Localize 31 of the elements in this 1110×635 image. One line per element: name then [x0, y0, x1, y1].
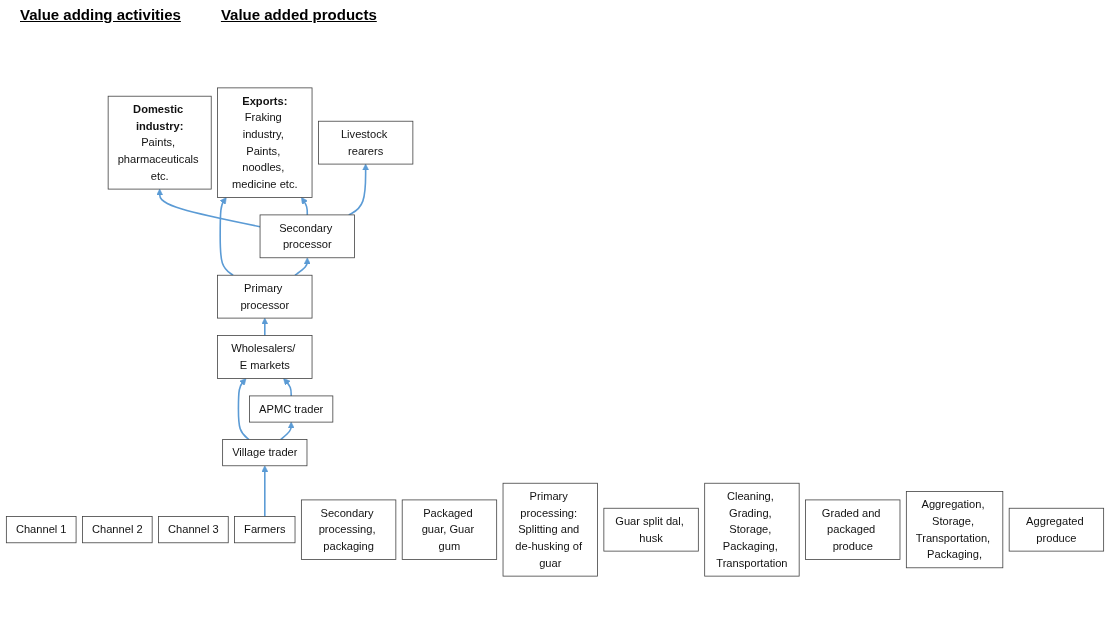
arrow	[237, 378, 250, 441]
node-box: Domestic industry: Paints, pharmaceuticals etc.	[107, 95, 212, 190]
node-box: Village trader	[222, 439, 308, 467]
node-box: Channel 2	[82, 516, 153, 544]
node-box: APMC trader	[249, 395, 334, 423]
arrow	[156, 188, 261, 228]
arrow	[279, 421, 295, 441]
node-box: Guar split dal, husk	[603, 507, 699, 552]
arrow	[261, 465, 269, 518]
node-box: Farmers	[234, 516, 296, 544]
arrow	[219, 197, 234, 277]
node-box: Livestock rearers	[318, 120, 414, 165]
arrow	[261, 317, 269, 337]
node-box: Wholesalers/ E markets	[217, 335, 313, 379]
arrow	[301, 197, 309, 216]
node-box: Primary processor	[217, 274, 313, 319]
node-box: Primary processing: Splitting and de-husking of guar	[502, 482, 598, 577]
column-heading: Value added products	[220, 6, 377, 23]
arrow	[294, 257, 311, 277]
node-box: Packaged guar, Guar gum	[401, 499, 498, 560]
node-box: Aggregated produce	[1008, 507, 1105, 552]
node-box: Cleaning, Grading, Storage, Packaging, Transportation	[704, 482, 800, 577]
node-box: Secondary processing, packaging	[301, 499, 397, 560]
node-box: Aggregation, Storage, Transportation, Packaging,	[905, 491, 1004, 569]
arrow	[283, 378, 292, 397]
node-box: Secondary processor	[259, 214, 355, 259]
node-box: Exports: Fraking industry, Paints, noodles, medicine etc.	[217, 87, 313, 198]
node-box: Channel 3	[158, 516, 229, 544]
node-box: Graded and packaged produce	[805, 499, 901, 560]
column-heading: Value adding activities	[20, 6, 181, 23]
node-box: Channel 1	[5, 516, 77, 544]
